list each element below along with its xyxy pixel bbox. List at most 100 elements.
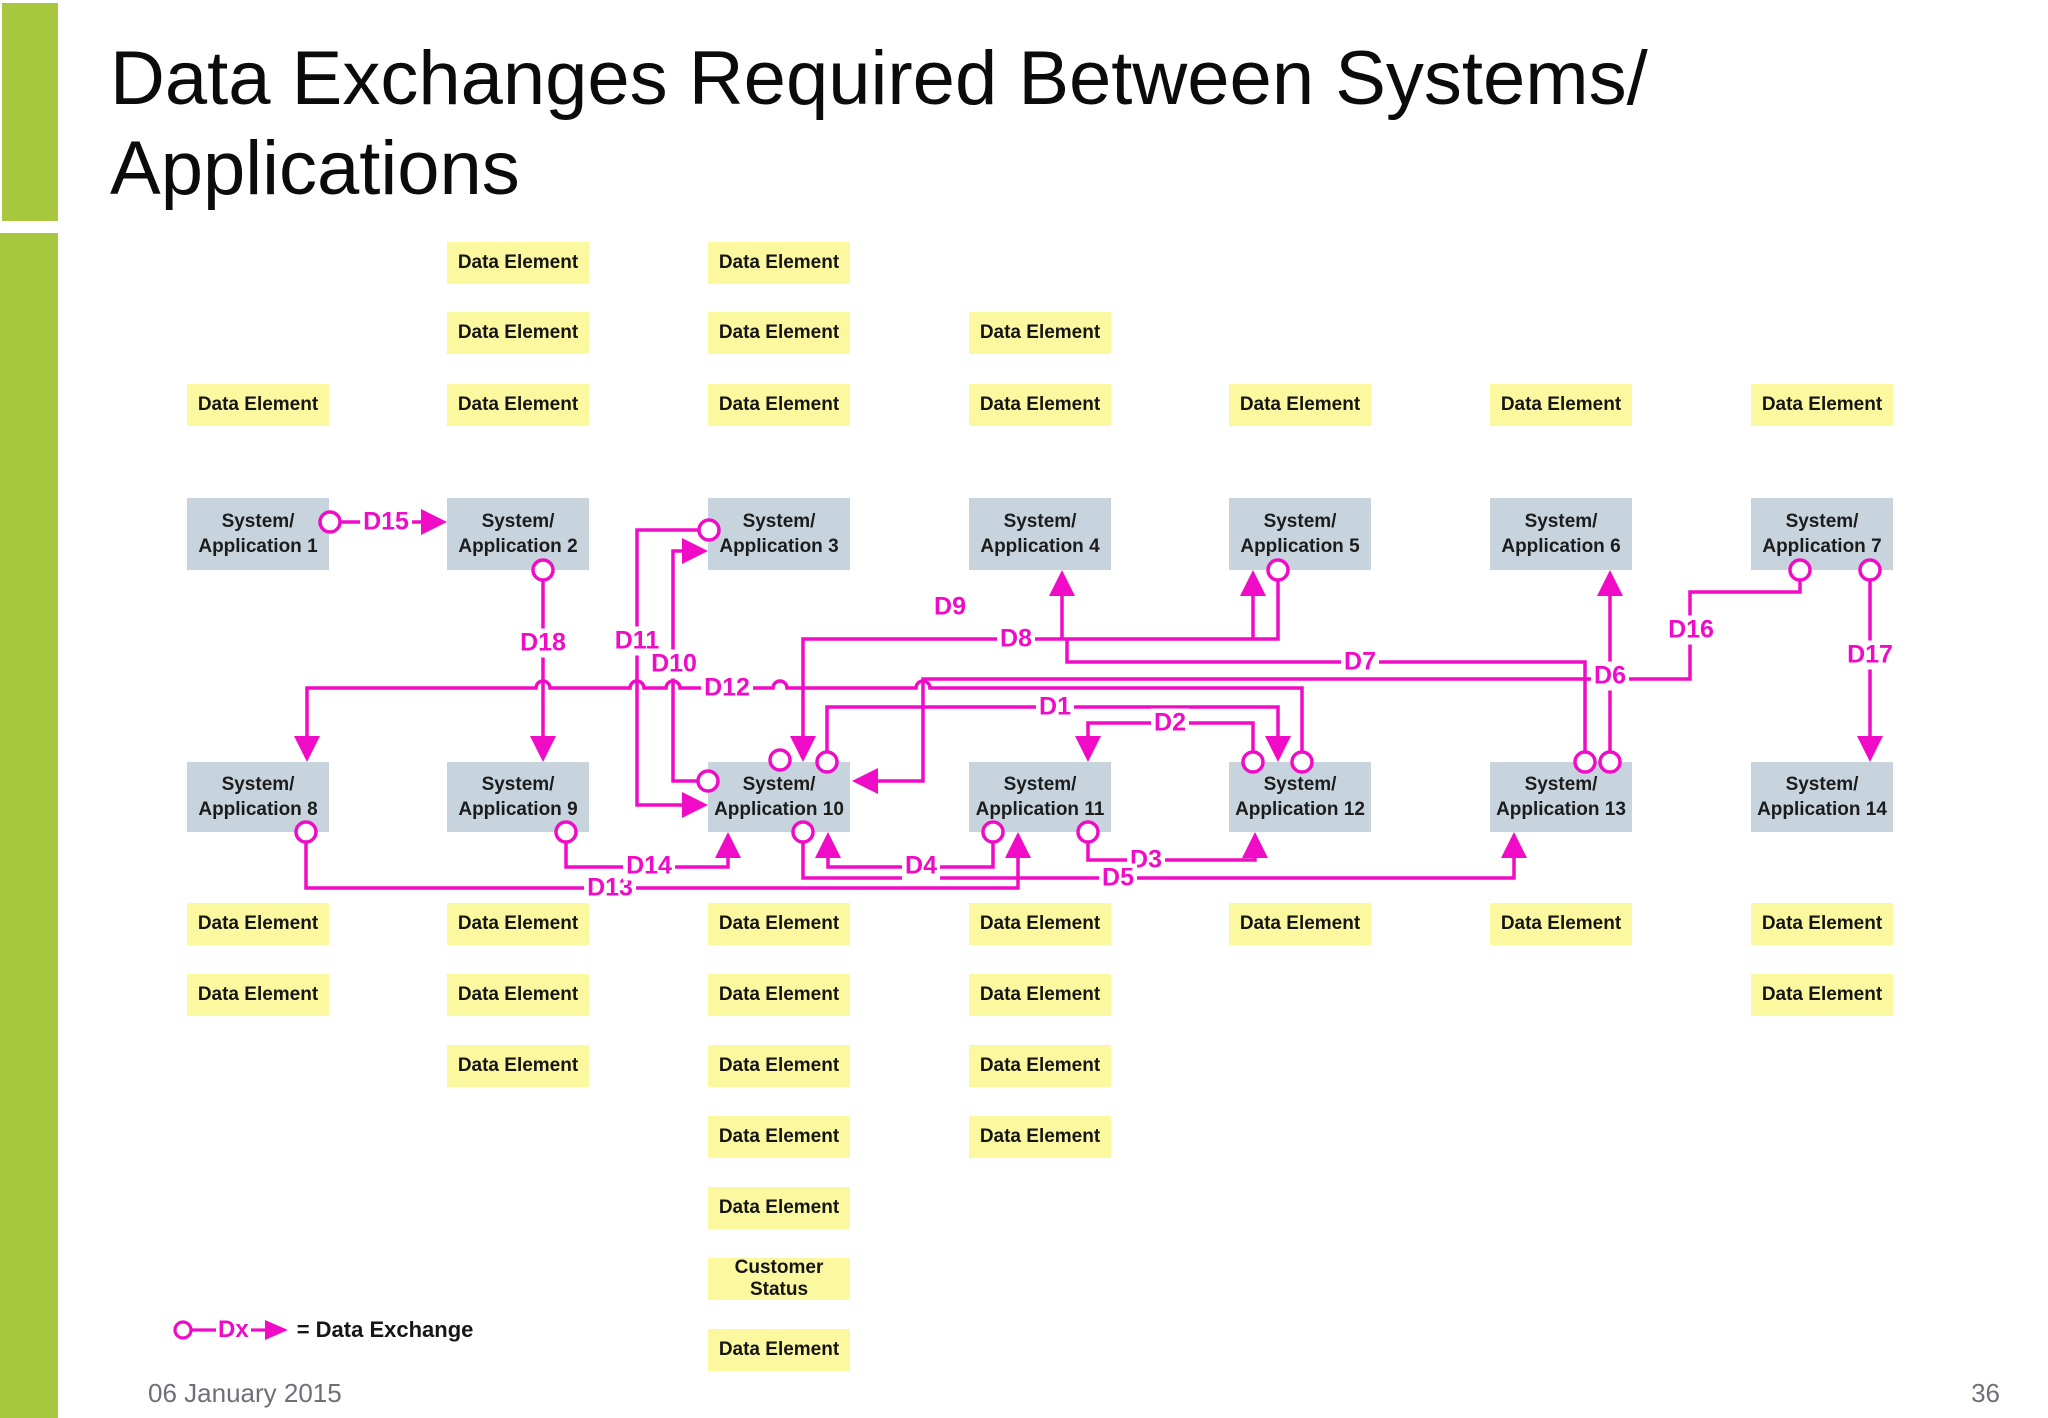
accent-bar-main: [0, 233, 58, 1418]
connector-d16-arrowhead-icon: [852, 768, 878, 794]
system-box-5: System/Application 5: [1229, 498, 1371, 570]
data-element-box: Data Element: [1751, 384, 1893, 426]
system-box-8: System/Application 8: [187, 762, 329, 832]
system-box-label2: Application 13: [1496, 799, 1626, 820]
connector-d6-source-circle-icon: [1598, 750, 1622, 774]
connector-d12-source-circle-icon: [1290, 750, 1314, 774]
system-box-label1: System/: [1263, 510, 1337, 532]
data-element-box: Data Element: [708, 1116, 850, 1158]
connector-label-d1: D1: [1036, 692, 1074, 722]
system-box-14: System/Application 14: [1751, 762, 1893, 832]
connector-d18-source-circle-icon: [531, 558, 555, 582]
connector-d5-arrowhead-icon: [1501, 832, 1527, 858]
connector-d16-line: [872, 580, 1802, 783]
connector-d5-source-circle-icon: [791, 820, 815, 844]
system-box-label1: System/: [742, 510, 816, 532]
connector-d2-source-circle-icon: [1241, 750, 1265, 774]
system-box-label2: Application 3: [719, 536, 839, 557]
data-element-box: Data Element: [1751, 974, 1893, 1016]
data-element-box: Data Element: [187, 903, 329, 945]
system-box-label1: System/: [1524, 510, 1598, 532]
connector-d12-arrowhead-icon: [294, 736, 320, 762]
system-box-label1: System/: [221, 510, 295, 532]
data-element-box: Data Element: [708, 312, 850, 354]
system-box-label1: System/: [1003, 510, 1077, 532]
connector-d7-line: [1065, 640, 1587, 752]
system-box-label2: Application 1: [198, 536, 318, 557]
system-box-label1: System/: [1003, 773, 1077, 795]
connector-label-d12: D12: [701, 673, 753, 703]
system-box-label2: Application 6: [1501, 536, 1621, 557]
system-box-label1: System/: [1263, 773, 1337, 795]
connector-d5-line: [801, 842, 1516, 880]
system-box-7: System/Application 7: [1751, 498, 1893, 570]
connector-d9-arrowhead-icon: [790, 736, 816, 762]
system-box-label2: Application 14: [1757, 799, 1887, 820]
data-element-box: Data Element: [969, 1045, 1111, 1087]
connector-label-d13: D13: [584, 873, 636, 903]
data-element-box: Data Element: [447, 903, 589, 945]
data-element-box: Data Element: [708, 1187, 850, 1229]
system-box-label2: Application 4: [980, 536, 1100, 557]
connector-label-d6: D6: [1591, 661, 1629, 691]
connector-d11-line: [635, 528, 699, 807]
connector-d17-arrowhead-icon: [1857, 736, 1883, 762]
connector-d13-arrowhead-icon: [1005, 832, 1031, 858]
connector-d17-source-circle-icon: [1858, 558, 1882, 582]
slide-title-line2: Applications: [110, 125, 520, 211]
system-box-label2: Application 2: [458, 536, 578, 557]
data-element-box: Data Element: [447, 242, 589, 284]
connector-d11-arrowhead-icon: [682, 792, 708, 818]
system-box-label2: Application 5: [1240, 536, 1360, 557]
footer-date: 06 January 2015: [148, 1378, 342, 1408]
page-number: 36: [1971, 1378, 2000, 1408]
connector-label-d4: D4: [902, 851, 940, 881]
connector-label-d15: D15: [360, 507, 412, 537]
connector-d18-arrowhead-icon: [530, 736, 556, 762]
data-element-box: Data Element: [447, 1045, 589, 1087]
data-element-box: Data Element: [708, 1045, 850, 1087]
system-box-label2: Application 12: [1235, 799, 1365, 820]
connector-d8-arrowhead-icon: [1049, 570, 1075, 596]
connector-d3-line: [1086, 842, 1257, 862]
connector-label-d8: D8: [997, 624, 1035, 654]
system-box-label1: System/: [481, 773, 555, 795]
connector-d13-line: [304, 842, 1020, 890]
connector-d10-source-circle-icon: [696, 769, 720, 793]
connector-label-d16: D16: [1665, 615, 1717, 645]
data-element-box: Data Element: [447, 974, 589, 1016]
data-element-box: Data Element: [447, 312, 589, 354]
system-box-label2: Application 9: [458, 799, 578, 820]
connector-d2-arrowhead-icon: [1075, 736, 1101, 762]
connector-d16-source-circle-icon: [1788, 558, 1812, 582]
system-box-label2: Application 8: [198, 799, 318, 820]
system-box-3: System/Application 3: [708, 498, 850, 570]
legend: Dx = Data Exchange: [170, 1314, 473, 1346]
data-element-box: Data Element: [708, 384, 850, 426]
data-element-box: Data Element: [1490, 384, 1632, 426]
data-element-box: Data Element: [187, 384, 329, 426]
connector-d14-arrowhead-icon: [715, 832, 741, 858]
system-box-label1: System/: [481, 510, 555, 532]
dx-source-circle-icon: [173, 1320, 216, 1340]
connector-d9-line: [801, 579, 1280, 740]
connector-d9-source-circle-icon: [1266, 558, 1290, 582]
data-element-box: Data Element: [187, 974, 329, 1016]
connector-label-d14: D14: [623, 851, 675, 881]
system-box-label1: System/: [1785, 773, 1859, 795]
data-element-box: Data Element: [708, 1329, 850, 1371]
slide-title: Data Exchanges Required Between Systems/…: [110, 34, 1910, 213]
system-box-label1: System/: [1524, 773, 1598, 795]
connector-label-d2: D2: [1151, 708, 1189, 738]
data-element-box: Data Element: [1229, 384, 1371, 426]
connector-d14-source-circle-icon: [554, 820, 578, 844]
data-element-box: Data Element: [1751, 903, 1893, 945]
connector-d15-source-circle-icon: [318, 510, 342, 534]
system-box-label1: System/: [221, 773, 295, 795]
data-element-box: Data Element: [1490, 903, 1632, 945]
system-box-label1: System/: [1785, 510, 1859, 532]
connector-d10-arrowhead-icon: [682, 538, 708, 564]
system-box-6: System/Application 6: [1490, 498, 1632, 570]
connector-label-d18: D18: [517, 628, 569, 658]
